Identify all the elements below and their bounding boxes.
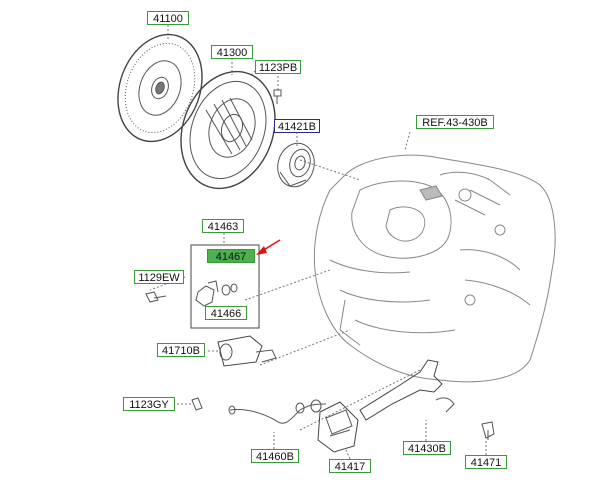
label-41417[interactable]: 41417 (329, 459, 371, 473)
label-41430b[interactable]: 41430B (403, 441, 451, 455)
label-41460b[interactable]: 41460B (251, 449, 299, 463)
release-bearing-drawing (277, 142, 315, 188)
concentric-slave-cylinder-drawing (217, 335, 277, 367)
leader-lines (149, 25, 487, 460)
pointer-arrow (256, 239, 281, 255)
bolt-1123pb-drawing (273, 89, 282, 104)
label-41466[interactable]: 41466 (205, 306, 247, 320)
pressure-plate-drawing (180, 70, 276, 190)
label-41421b[interactable]: 41421B (274, 119, 320, 133)
label-41467[interactable]: 41467 (207, 249, 255, 263)
sensor-41471-drawing (481, 421, 495, 440)
clutch-disc-drawing (117, 33, 203, 143)
clip-1123gy-drawing (191, 397, 203, 411)
label-1123pb[interactable]: 1123PB (255, 60, 301, 74)
bolt-1129ew-drawing (145, 291, 167, 303)
label-1123gy[interactable]: 1123GY (123, 397, 175, 411)
transmission-housing-drawing (313, 154, 556, 383)
release-fork-drawing (359, 359, 455, 421)
label-41463[interactable]: 41463 (202, 219, 244, 233)
label-41471[interactable]: 41471 (465, 455, 507, 469)
slave-cylinder-group-box (190, 244, 260, 329)
boot-41417-drawing (317, 401, 359, 453)
label-41710b[interactable]: 41710B (157, 343, 205, 357)
slave-cylinder-parts-drawing (195, 280, 238, 307)
label-ref-43-430b[interactable]: REF.43-430B (416, 115, 494, 129)
label-41300[interactable]: 41300 (211, 45, 253, 59)
label-1129ew[interactable]: 1129EW (134, 270, 184, 284)
hose-41460b-drawing (228, 399, 327, 424)
label-41100[interactable]: 41100 (147, 11, 189, 25)
